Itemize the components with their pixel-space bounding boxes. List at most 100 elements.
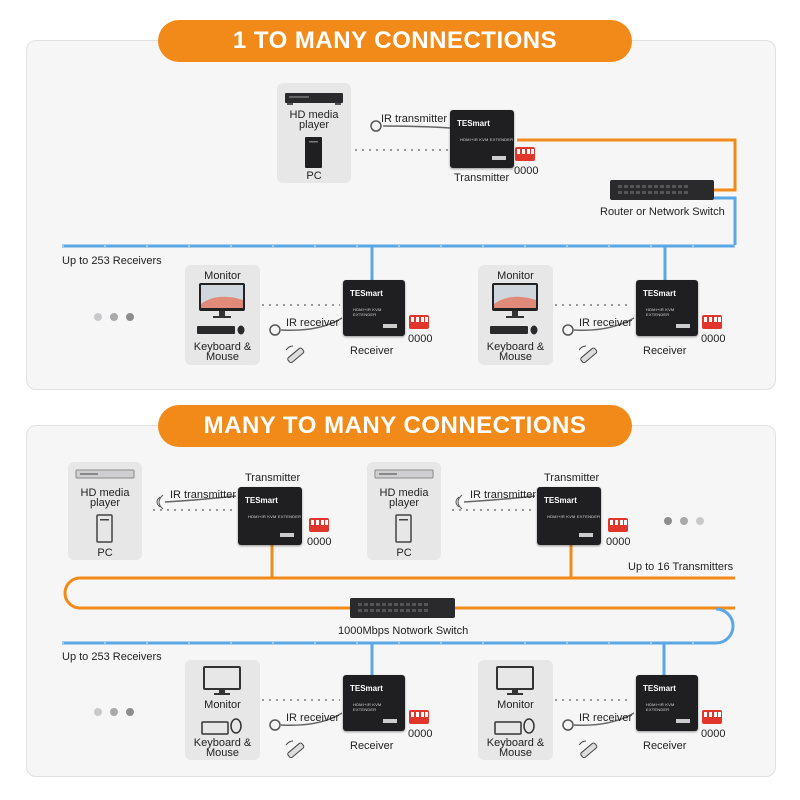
monitor-label: Monitor (497, 699, 534, 711)
more-dots-icon (94, 703, 142, 721)
network-switch-icon (610, 180, 714, 200)
many-to-many-title: MANY TO MANY CONNECTIONS (158, 405, 632, 447)
ir-signal-icon (156, 494, 164, 510)
more-dots-icon (94, 308, 142, 326)
transmitter-label: Transmitter (454, 172, 510, 184)
transmitters-count-label: Up to 16 Transmitters (628, 561, 734, 573)
monitor-icon (203, 666, 241, 695)
pc-label: PC (396, 547, 412, 559)
transmitter-code: 0000 (606, 536, 631, 548)
switch-to-bus-line (714, 196, 737, 245)
keyboard-mouse-label: Keyboard & Mouse (486, 341, 545, 363)
receiver-device: TESmart HDMI+IR KVM EXTENDER (636, 280, 698, 336)
dip-switch-icon (702, 315, 722, 329)
monitor-label: Monitor (204, 270, 241, 282)
receiver-label: Receiver (350, 740, 394, 752)
dip-switch-icon (409, 315, 429, 329)
hd-media-player-label: HD media player (379, 487, 429, 509)
tx-to-switch-line (517, 138, 737, 192)
model-text: HDMI+IR KVM EXTENDER (547, 514, 601, 519)
brand-logo: TESmart (457, 119, 490, 128)
keyboard-mouse-icon (494, 718, 535, 735)
receiver-code: 0000 (408, 333, 433, 345)
dip-switch-icon (409, 710, 429, 724)
model-text: HDMI+IR KVM EXTENDER (353, 702, 382, 712)
more-dots-icon (664, 512, 712, 530)
ir-transmitter-label: IR transmitter (470, 489, 537, 501)
hd-media-player-icon (285, 93, 343, 105)
receiver-code: 0000 (408, 728, 433, 740)
ir-transmitter-label: IR transmitter (170, 489, 237, 501)
model-text: HDMI+IR KVM EXTENDER (646, 307, 675, 317)
monitor-icon (496, 666, 534, 695)
ir-receiver-label: IR receiver (579, 317, 633, 329)
hd-media-player-label: HD media player (289, 109, 339, 131)
brand-logo: TESmart (643, 684, 676, 693)
dip-switch-icon (608, 518, 628, 532)
receivers-count-label: Up to 253 Receivers (62, 255, 162, 267)
receiver-ring (62, 607, 735, 645)
remote-control-icon (578, 345, 598, 364)
model-text: HDMI+IR KVM EXTENDER (248, 514, 302, 519)
hd-media-player-label: HD media player (80, 487, 130, 509)
transmitter-code: 0000 (514, 165, 539, 177)
hd-media-player-icon (374, 469, 434, 479)
pc-label: PC (97, 547, 113, 559)
receiver-label: Receiver (350, 345, 394, 357)
transmitter-device: TESmart HDMI+IR KVM EXTENDER (238, 487, 302, 545)
keyboard-mouse-label: Keyboard & Mouse (193, 341, 252, 363)
remote-control-icon (285, 345, 305, 364)
network-switch-icon (350, 598, 455, 618)
receiver-device: TESmart HDMI+IR KVM EXTENDER (636, 675, 698, 731)
transmitter-device: TESmart HDMI+IR KVM EXTENDER (537, 487, 601, 545)
transmitter-label: Transmitter (544, 472, 600, 484)
receiver-code: 0000 (701, 728, 726, 740)
hd-media-player-icon (75, 469, 135, 479)
transmitter-ring (63, 576, 735, 610)
receiver-label: Receiver (643, 345, 687, 357)
monitor-icon (492, 283, 538, 318)
monitor-label: Monitor (204, 699, 241, 711)
pc-tower-icon (305, 137, 322, 168)
receiver-peripheral-card (478, 660, 553, 760)
pc-label: PC (306, 170, 322, 182)
dip-switch-icon (515, 147, 535, 161)
brand-logo: TESmart (544, 496, 577, 505)
ir-receiver-label: IR receiver (286, 317, 340, 329)
transmitter-device: TESmart HDMI+IR KVM EXTENDER (450, 110, 514, 168)
one-to-many-title: 1 TO MANY CONNECTIONS (158, 20, 632, 62)
brand-logo: TESmart (643, 289, 676, 298)
remote-control-icon (285, 740, 305, 759)
keyboard-mouse-icon (201, 718, 242, 735)
monitor-icon (199, 283, 245, 318)
ir-receiver-label: IR receiver (579, 712, 633, 724)
pc-tower-icon (395, 514, 412, 543)
remote-control-icon (578, 740, 598, 759)
ir-transmitter-label: IR transmitter (381, 113, 448, 125)
brand-logo: TESmart (245, 496, 278, 505)
receiver-device: TESmart HDMI+IR KVM EXTENDER (343, 280, 405, 336)
monitor-label: Monitor (497, 270, 534, 282)
brand-logo: TESmart (350, 289, 383, 298)
model-text: HDMI+IR KVM EXTENDER (646, 702, 675, 712)
brand-logo: TESmart (350, 684, 383, 693)
keyboard-mouse-icon (197, 325, 245, 335)
receiver-code: 0000 (701, 333, 726, 345)
model-text: HDMI+IR KVM EXTENDER (353, 307, 382, 317)
keyboard-mouse-label: Keyboard & Mouse (486, 737, 545, 759)
ir-signal-icon (455, 494, 463, 510)
dip-switch-icon (309, 518, 329, 532)
ir-receiver-label: IR receiver (286, 712, 340, 724)
dip-switch-icon (702, 710, 722, 724)
pc-tower-icon (96, 514, 113, 543)
transmitter-code: 0000 (307, 536, 332, 548)
router-switch-label: Router or Network Switch (600, 206, 725, 218)
receiver-peripheral-card (185, 660, 260, 760)
receiver-label: Receiver (643, 740, 687, 752)
transmitter-label: Transmitter (245, 472, 301, 484)
network-switch-label: 1000Mbps Notwork Switch (338, 625, 469, 637)
keyboard-mouse-icon (490, 325, 538, 335)
model-text: HDMI+IR KVM EXTENDER (460, 137, 514, 142)
receivers-count-label: Up to 253 Receivers (62, 651, 162, 663)
